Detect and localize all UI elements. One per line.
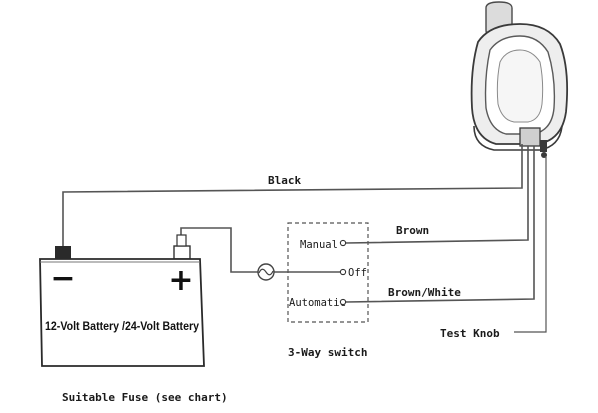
brown-wire bbox=[345, 146, 529, 244]
battery-label: 12-Volt Battery /24-Volt Battery bbox=[45, 321, 200, 333]
bilge-pump-icon bbox=[470, 1, 569, 158]
switch-off-label: Off bbox=[348, 267, 367, 279]
switch-caption: 3-Way switch bbox=[288, 346, 367, 359]
switch-manual-terminal bbox=[339, 239, 347, 247]
positive-wire bbox=[180, 227, 259, 273]
battery-positive-post bbox=[176, 234, 187, 247]
test-knob-label: Test Knob bbox=[440, 327, 500, 340]
brown-wire-label: Brown bbox=[396, 224, 429, 237]
fuse-icon bbox=[257, 263, 275, 281]
black-wire bbox=[62, 144, 523, 246]
battery-body bbox=[39, 258, 205, 367]
test-knob-lead bbox=[514, 156, 547, 333]
switch-box bbox=[287, 222, 369, 323]
battery-positive-terminal bbox=[173, 245, 191, 260]
battery-negative-symbol: − bbox=[50, 261, 75, 296]
brown-white-wire-label: Brown/White bbox=[388, 286, 461, 299]
fuse-caption: Suitable Fuse (see chart) bbox=[62, 391, 228, 404]
black-wire-label: Black bbox=[268, 174, 301, 187]
battery-positive-symbol: + bbox=[168, 263, 193, 298]
battery bbox=[39, 234, 205, 367]
switch-off-terminal bbox=[339, 268, 347, 276]
battery-negative-terminal bbox=[55, 246, 71, 259]
switch-automatic-label: Automatic bbox=[289, 297, 346, 309]
brown-white-wire bbox=[345, 146, 535, 303]
switch-automatic-terminal bbox=[339, 298, 347, 306]
switch-manual-label: Manual bbox=[300, 239, 338, 251]
